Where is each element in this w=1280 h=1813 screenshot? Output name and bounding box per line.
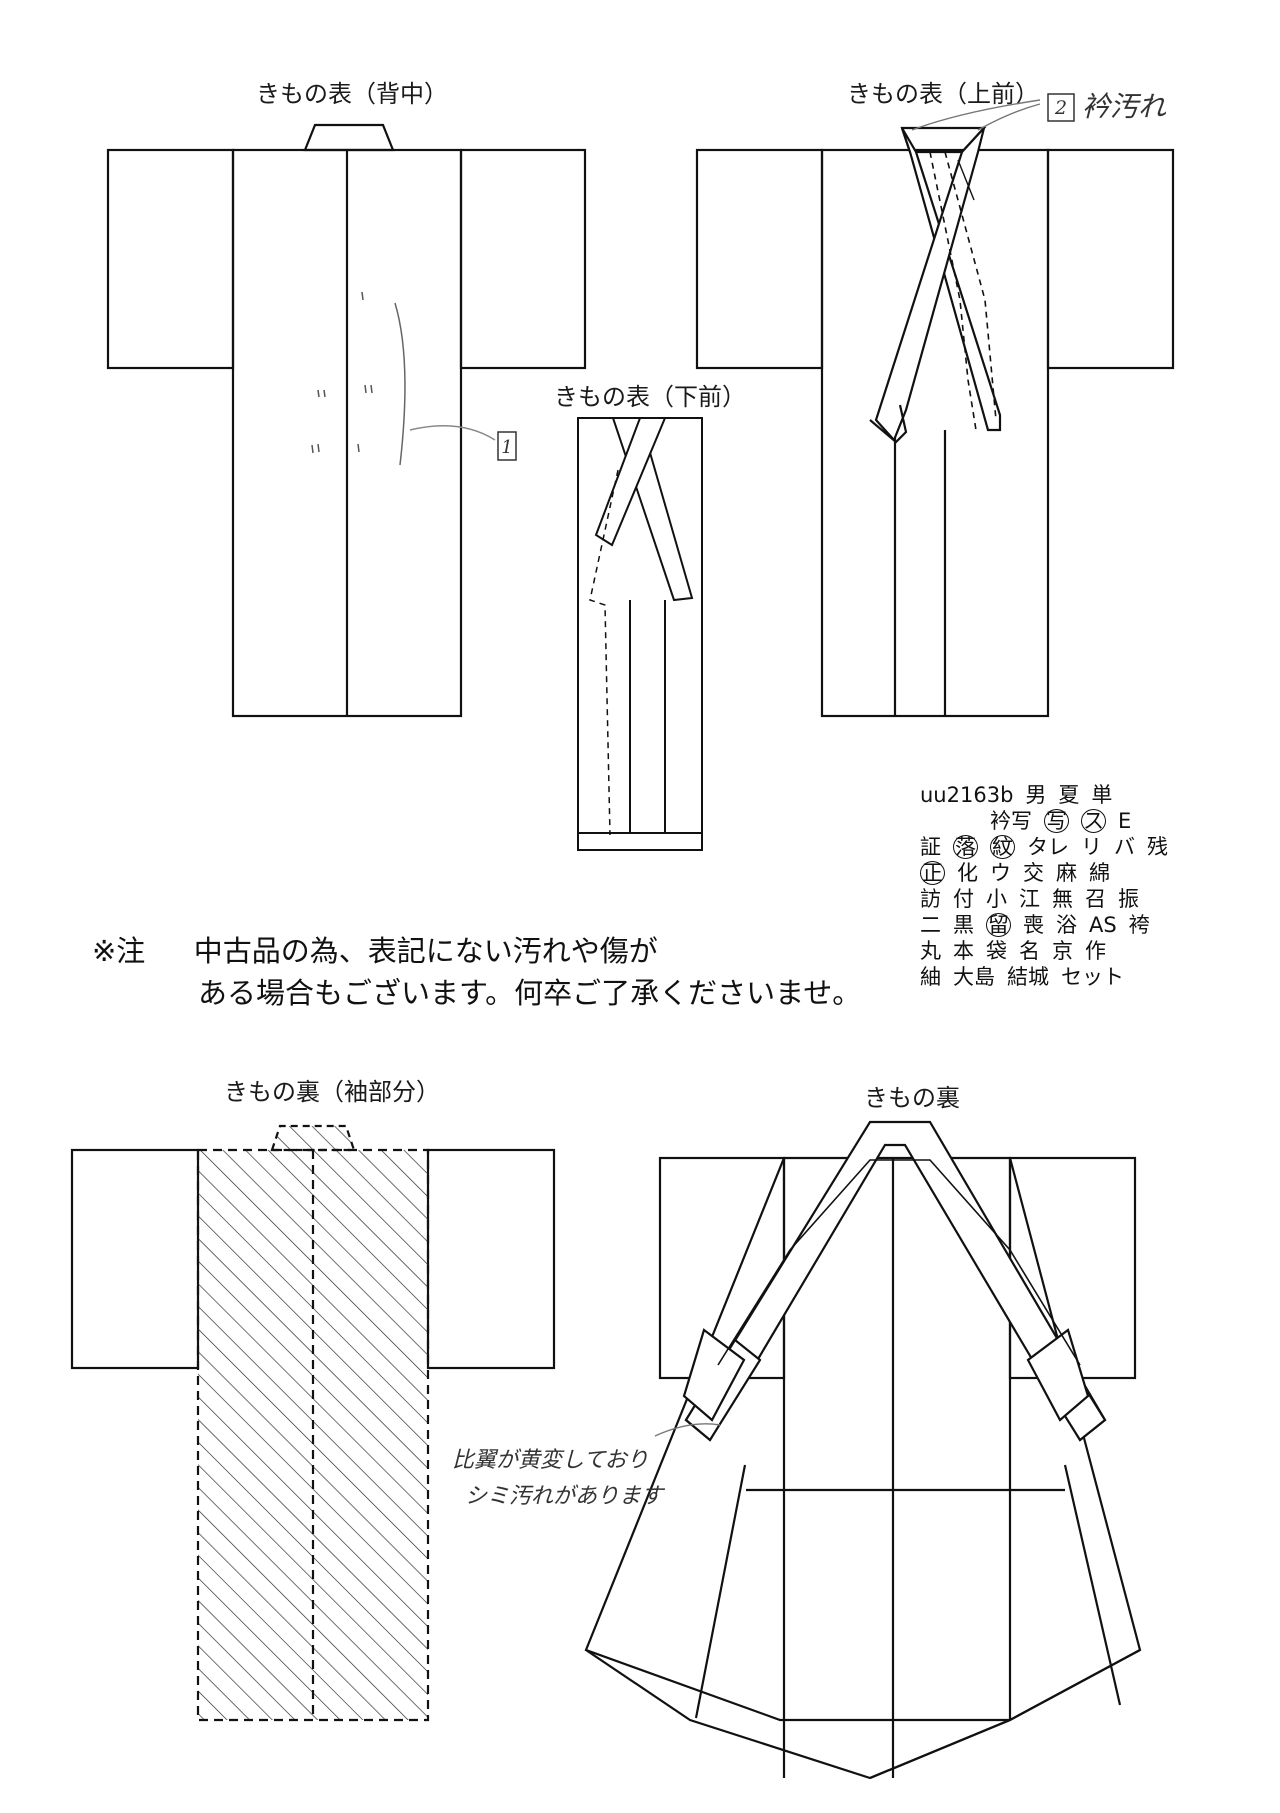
right-sleeve-lining	[426, 1148, 556, 1370]
front-body	[820, 148, 1050, 718]
code-item: 夏	[1058, 783, 1080, 807]
code-item: 綿	[1089, 861, 1110, 885]
collar-stain-note: 衿汚れ	[1082, 90, 1167, 123]
code-item: 江	[1019, 887, 1040, 911]
code-item: 京	[1052, 939, 1073, 963]
left-sleeve	[106, 148, 235, 370]
note-prefix: ※注	[92, 934, 146, 968]
collar-right-band	[900, 127, 1002, 432]
mark-2-box	[1047, 93, 1075, 122]
code-item: 作	[1085, 939, 1106, 963]
code-item: 紬	[920, 965, 941, 989]
hiyoku-left	[682, 1328, 746, 1422]
mark-2-text: 2	[1054, 97, 1067, 119]
code-item: 化	[957, 861, 978, 885]
code-item: 喪	[1023, 913, 1044, 937]
code-item: リ	[1081, 835, 1102, 859]
code-item: 召	[1085, 887, 1106, 911]
code-item: 振	[1118, 887, 1139, 911]
code-circled: ス	[1081, 809, 1106, 833]
code-item: タレ	[1027, 835, 1069, 859]
left-sleeve	[695, 148, 824, 370]
kimono-front-upper-view: きもの表（上前） 2 衿汚れ	[695, 80, 1175, 718]
code-item: E	[1118, 809, 1132, 833]
code-item: セット	[1061, 965, 1124, 989]
code-item: 丸	[920, 939, 941, 963]
mark-1-box	[497, 431, 517, 461]
code-item: ウ	[990, 861, 1011, 885]
body-outline	[584, 1156, 1142, 1780]
back-collar	[303, 123, 395, 152]
note-line-1: 中古品の為、表記にない汚れや傷が	[193, 934, 658, 968]
code-circled: 落	[953, 835, 978, 859]
code-circled: 留	[986, 913, 1011, 937]
left-sleeve-lining	[70, 1148, 200, 1370]
code-item: uu2163b	[920, 783, 1014, 807]
code-item: 名	[1019, 939, 1040, 963]
code-item: 交	[1023, 861, 1044, 885]
code-item: 二	[920, 913, 941, 937]
hiyoku-note-2: シミ汚れがあります	[465, 1484, 666, 1509]
code-circled: 紋	[990, 835, 1015, 859]
code-item: 証	[920, 835, 941, 859]
code-item: バ	[1114, 835, 1135, 859]
code-item: 小	[986, 887, 1007, 911]
collar-end	[869, 404, 908, 444]
label-front-upper: きもの表（上前）	[847, 80, 1039, 108]
code-row: 証落紋タレリバ残	[920, 834, 1180, 860]
code-row: 正化ウ交麻綿	[920, 860, 1180, 886]
code-circled: 正	[920, 861, 945, 885]
code-item: 浴	[1056, 913, 1077, 937]
code-item: 付	[953, 887, 974, 911]
kimono-front-back-view: きもの表（背中） 1	[106, 80, 587, 718]
code-item: 大島	[953, 965, 995, 989]
code-item: 単	[1091, 783, 1113, 807]
code-row: 紬大島結城セット	[920, 964, 1180, 990]
code-item: 袋	[986, 939, 1007, 963]
code-circled: 写	[1044, 809, 1069, 833]
usage-note: ※注 中古品の為、表記にない汚れや傷が ある場合もございます。何卒ご了承ください…	[92, 930, 892, 1014]
code-item: 本	[953, 939, 974, 963]
hiyoku-leader	[654, 1423, 721, 1437]
lower-under-collar-dashed	[589, 469, 619, 836]
code-item: AS	[1089, 913, 1117, 937]
collar-left-band	[874, 127, 986, 443]
code-row: 丸本袋名京作	[920, 938, 1180, 964]
stain-marks	[311, 291, 496, 466]
code-item: 衿写	[990, 809, 1032, 833]
note-line-2: ある場合もございます。何卒ご了承くださいませ。	[198, 976, 862, 1010]
under-collar-dashed	[929, 151, 977, 431]
label-front-back: きもの表（背中）	[256, 80, 448, 108]
code-item: 訪	[920, 887, 941, 911]
collar-lining-hatched	[270, 1124, 356, 1152]
code-row: 訪付小江無召振	[920, 886, 1180, 912]
right-sleeve	[1046, 148, 1175, 370]
code-item: 黒	[953, 913, 974, 937]
hiyoku-note-1: 比翼が黄変しており	[452, 1448, 649, 1473]
collar-stain-leader	[911, 99, 1041, 131]
code-item: 無	[1052, 887, 1073, 911]
hem-curve	[585, 1649, 1141, 1780]
mark-1-text: 1	[501, 437, 512, 458]
label-lining-sleeve: きもの裏（袖部分）	[224, 1078, 440, 1106]
label-front-lower: きもの表（下前）	[554, 383, 746, 411]
code-row: uu2163b 男夏単	[920, 782, 1180, 808]
right-sleeve	[459, 148, 587, 370]
kimono-front-lower-view: きもの表（下前）	[554, 383, 746, 851]
code-item: 結城	[1007, 965, 1049, 989]
code-item: 袴	[1128, 913, 1150, 937]
kimono-lining-open-view: きもの裏 比翼が黄変しており シミ汚れがあります	[452, 1084, 1142, 1780]
code-item: 残	[1147, 835, 1168, 859]
kimono-lining-sleeve-view: きもの裏（袖部分）	[70, 1078, 556, 1722]
code-row: 二黒留喪浴 AS 袴	[920, 912, 1180, 938]
code-item: 男	[1025, 783, 1047, 807]
code-item: 麻	[1056, 861, 1077, 885]
label-lining: きもの裏	[864, 1084, 960, 1112]
